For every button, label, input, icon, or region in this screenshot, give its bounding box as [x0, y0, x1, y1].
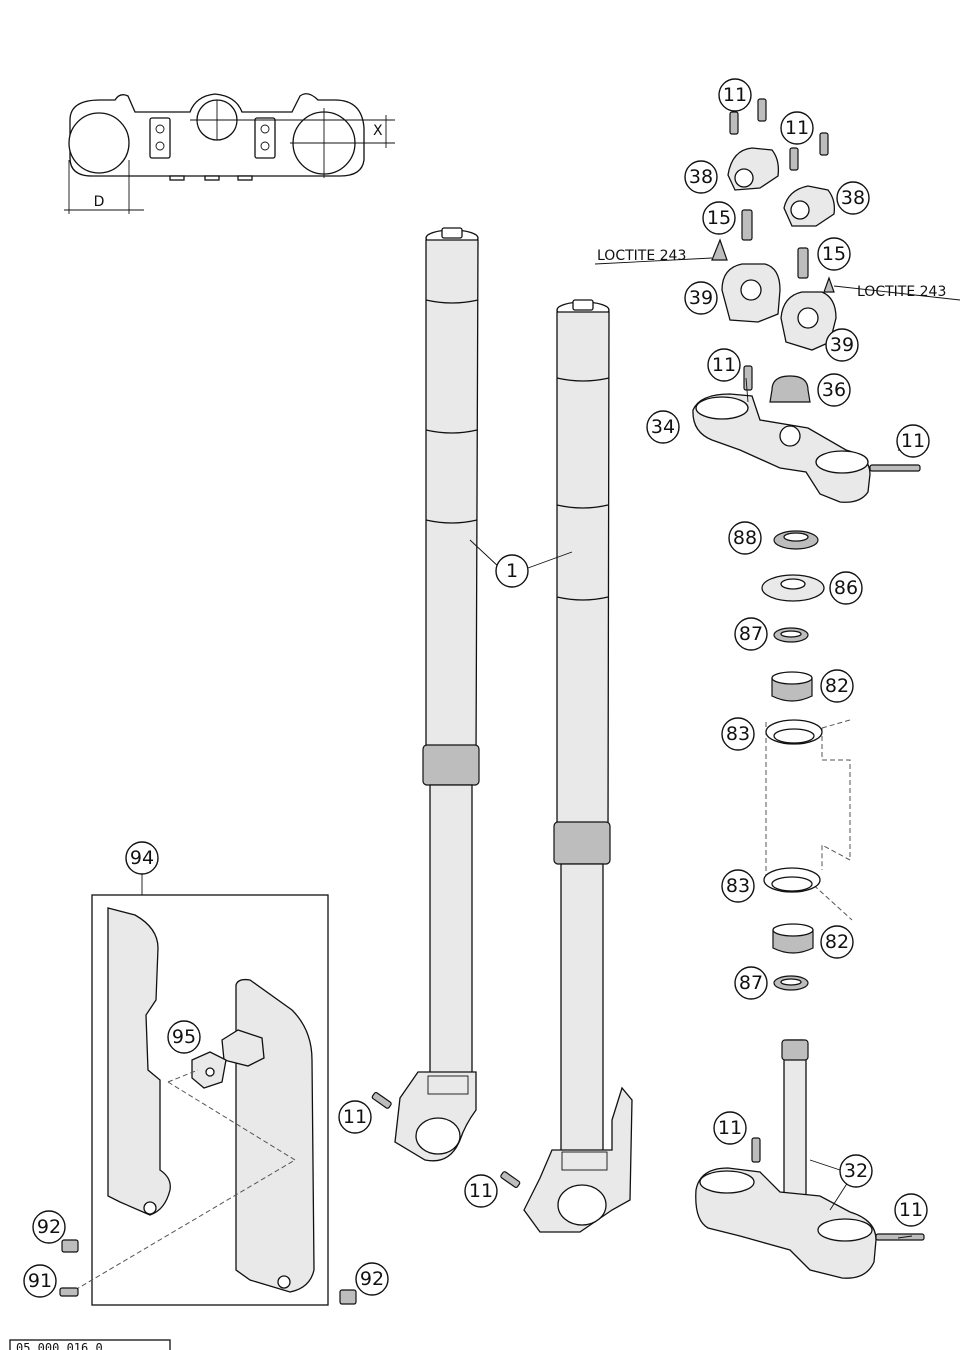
callout-11-e: 11 — [338, 1100, 372, 1134]
fork-leg-left — [394, 227, 480, 1162]
svg-text:92: 92 — [360, 1268, 384, 1290]
callout-11-c: 11 — [707, 348, 741, 382]
svg-text:38: 38 — [841, 187, 865, 209]
handlebar-clamp-top-left — [727, 147, 780, 191]
loctite-label-right: LOCTITE 243 — [857, 284, 946, 300]
svg-text:11: 11 — [718, 1117, 742, 1139]
svg-text:39: 39 — [689, 287, 713, 309]
bearing-82-top — [771, 671, 813, 702]
callout-82-a: 82 — [820, 669, 854, 703]
callout-83-a: 83 — [721, 717, 755, 751]
handlebar-clamp-top-right — [783, 185, 836, 227]
callout-36: 36 — [817, 373, 851, 407]
svg-text:15: 15 — [822, 243, 846, 265]
svg-text:94: 94 — [130, 847, 154, 869]
callout-92-b: 92 — [355, 1262, 389, 1296]
callout-88: 88 — [728, 521, 762, 555]
lower-triple-clamp-with-stem — [695, 1039, 925, 1279]
svg-text:34: 34 — [651, 416, 675, 438]
dust-cover-86 — [761, 574, 825, 602]
callout-87-a: 87 — [734, 617, 768, 651]
svg-text:86: 86 — [834, 577, 858, 599]
clamp-screw-right — [500, 1171, 521, 1189]
callout-95: 95 — [167, 1020, 201, 1054]
handlebar-clamp-screws — [729, 98, 829, 171]
callout-32: 32 — [839, 1154, 873, 1188]
svg-text:32: 32 — [844, 1160, 868, 1182]
callout-1: 1 — [495, 554, 529, 588]
upper-triple-clamp — [692, 365, 921, 503]
svg-text:11: 11 — [723, 84, 747, 106]
dimension-x-label: X — [373, 123, 383, 139]
callout-87-b: 87 — [734, 966, 768, 1000]
loctite-label-left: LOCTITE 243 — [597, 248, 686, 264]
triple-clamp-dimension-sketch: D X — [64, 93, 395, 214]
callout-39-b: 39 — [825, 328, 859, 362]
callout-11-h: 11 — [894, 1193, 928, 1227]
callout-11-g: 11 — [713, 1111, 747, 1145]
callout-11-b: 11 — [780, 111, 814, 145]
callout-38-a: 38 — [684, 160, 718, 194]
drawing-reference-number: 05 000 016 0 — [16, 1341, 103, 1350]
handlebar-clamp-bottom-left — [721, 263, 781, 323]
seal-ring-87-top — [773, 627, 809, 643]
svg-text:38: 38 — [689, 166, 713, 188]
steering-nut-88 — [773, 530, 819, 550]
svg-text:95: 95 — [172, 1026, 196, 1048]
bearing-cup-83-top — [765, 719, 823, 745]
handlebar-clamp-bottom-right — [780, 291, 837, 351]
svg-text:82: 82 — [825, 931, 849, 953]
svg-text:88: 88 — [733, 527, 757, 549]
svg-text:11: 11 — [712, 354, 736, 376]
svg-text:87: 87 — [739, 623, 763, 645]
callout-39-a: 39 — [684, 281, 718, 315]
callout-94: 94 — [125, 841, 159, 875]
screw-15-left — [711, 209, 753, 261]
callout-15-a: 15 — [702, 201, 736, 235]
svg-text:39: 39 — [830, 334, 854, 356]
svg-text:1: 1 — [506, 560, 518, 582]
fork-leg-right — [523, 299, 633, 1233]
svg-text:36: 36 — [822, 379, 846, 401]
seal-ring-87-bottom — [773, 975, 809, 991]
svg-text:91: 91 — [28, 1270, 52, 1292]
svg-text:15: 15 — [707, 207, 731, 229]
callout-82-b: 82 — [820, 925, 854, 959]
svg-text:11: 11 — [901, 430, 925, 452]
svg-text:87: 87 — [739, 972, 763, 994]
screw-15-right — [797, 247, 835, 293]
callout-34: 34 — [646, 410, 680, 444]
svg-text:92: 92 — [37, 1216, 61, 1238]
dimension-d-label: D — [94, 194, 105, 210]
svg-text:82: 82 — [825, 675, 849, 697]
bearing-82-bottom — [772, 923, 814, 954]
bearing-cup-83-bottom — [763, 867, 821, 893]
callout-91: 91 — [23, 1264, 57, 1298]
svg-text:11: 11 — [899, 1199, 923, 1221]
callout-11-d: 11 — [896, 424, 930, 458]
drawing-reference-frame: 05 000 016 0 — [9, 1339, 171, 1350]
svg-text:11: 11 — [343, 1106, 367, 1128]
svg-text:11: 11 — [469, 1180, 493, 1202]
callout-11-a: 11 — [718, 78, 752, 112]
callout-83-b: 83 — [721, 869, 755, 903]
svg-text:11: 11 — [785, 117, 809, 139]
callout-38-b: 38 — [836, 181, 870, 215]
callout-11-f: 11 — [464, 1174, 498, 1208]
svg-text:83: 83 — [726, 875, 750, 897]
svg-text:83: 83 — [726, 723, 750, 745]
callout-86: 86 — [829, 571, 863, 605]
callout-15-b: 15 — [817, 237, 851, 271]
callout-92-a: 92 — [32, 1210, 66, 1244]
fork-guard-box — [59, 873, 357, 1306]
clamp-screw-left — [371, 1091, 392, 1109]
